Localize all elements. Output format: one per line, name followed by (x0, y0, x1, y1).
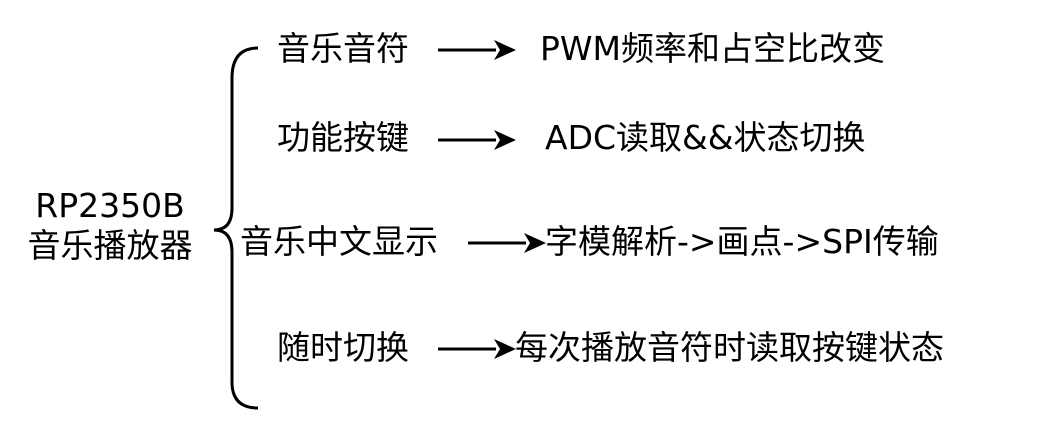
feature-label-switch-anytime: 随时切换 (277, 328, 409, 367)
arrow-right-icon (468, 233, 546, 253)
brace-path (213, 46, 259, 410)
arrow-right-icon (438, 40, 516, 60)
implementation-label-read-keys: 每次播放音符时读取按键状态 (515, 328, 944, 367)
feature-label-music-notes: 音乐音符 (277, 29, 409, 68)
root-node: RP2350B 音乐播放器 (12, 186, 208, 266)
feature-label-chinese-display: 音乐中文显示 (240, 222, 438, 261)
root-subtitle: 音乐播放器 (27, 226, 193, 265)
feature-label-function-keys: 功能按键 (277, 118, 409, 157)
implementation-label-pwm: PWM频率和占空比改变 (540, 29, 886, 68)
root-title: RP2350B (35, 186, 185, 225)
arrow-right-icon (438, 339, 516, 359)
implementation-label-adc: ADC读取&&状态切换 (545, 118, 866, 157)
implementation-label-font-spi: 字模解析->画点->SPI传输 (545, 222, 939, 261)
arrow-right-icon (438, 130, 516, 150)
